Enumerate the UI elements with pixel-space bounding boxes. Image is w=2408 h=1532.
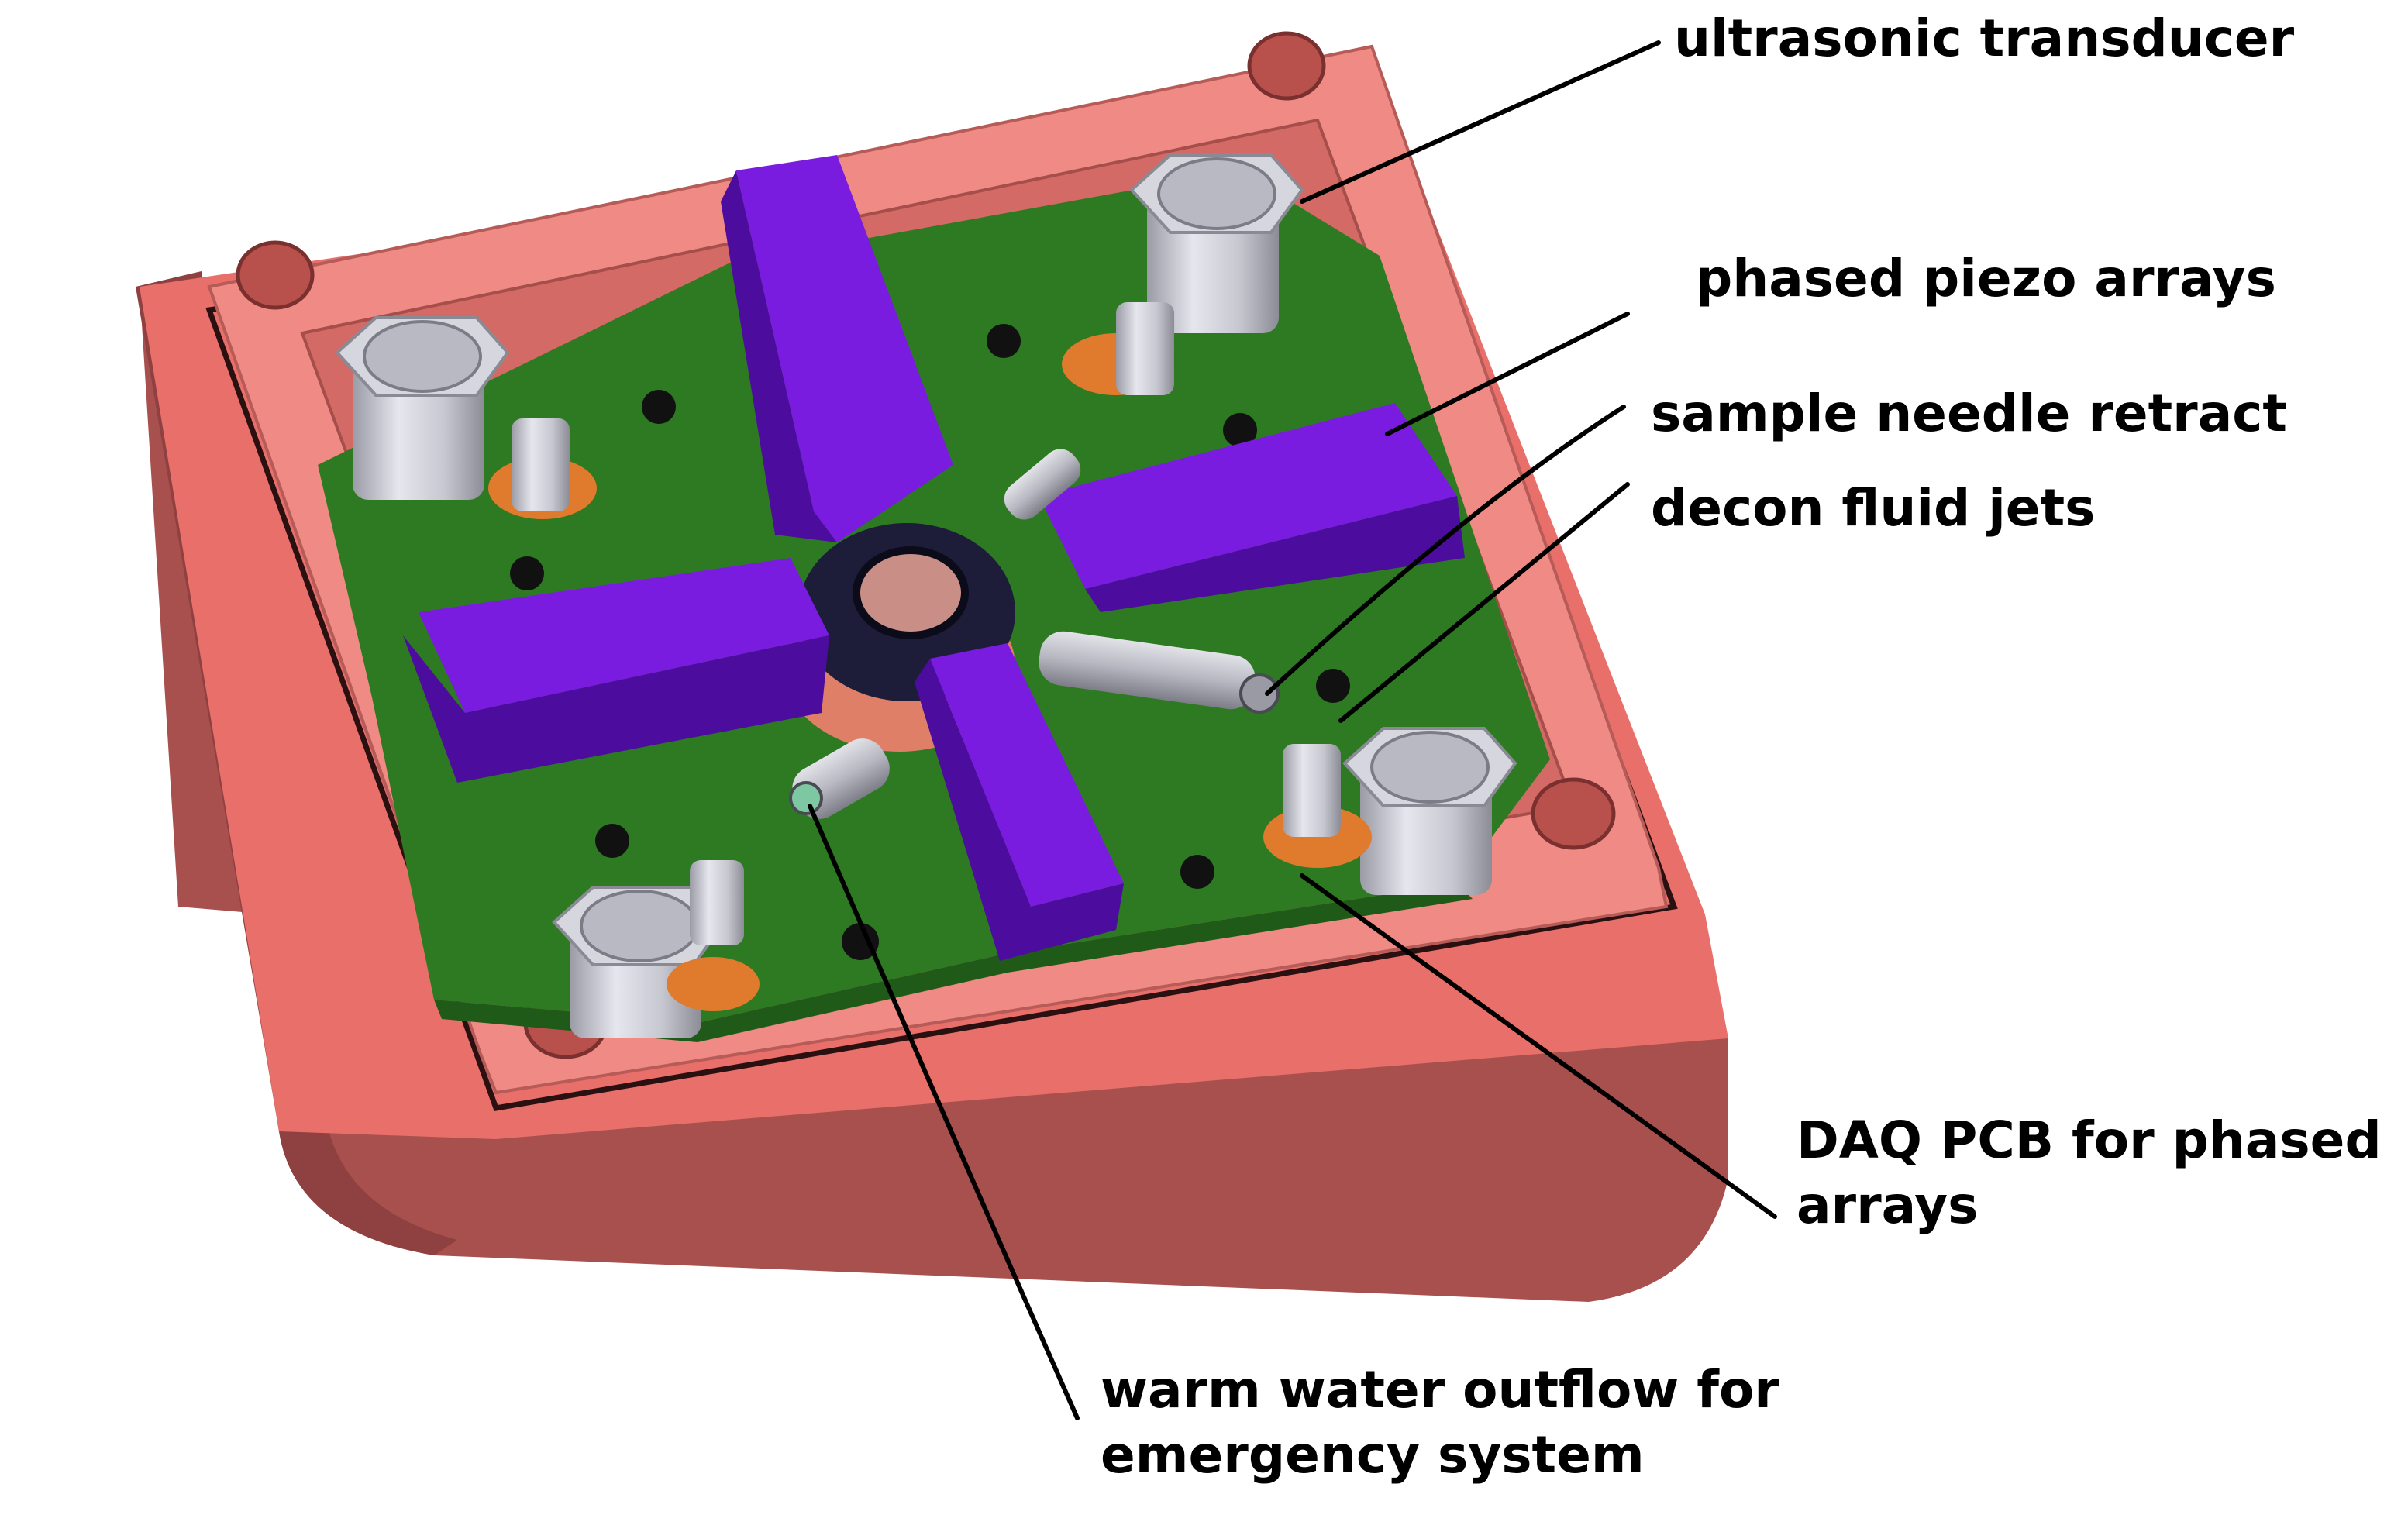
leader-line-needle [1265,405,1626,696]
pcb-screw [842,923,879,960]
transducer-top-right [1129,153,1304,333]
mount-hole [236,240,315,310]
piezo-array-left [419,558,829,713]
pcb-screw [595,824,629,858]
label-sample-needle-retract: sample needle retract [1651,384,2287,443]
label-daq-pcb-line2: arrays [1797,1176,1979,1236]
pcb-screw [1316,669,1350,703]
piezo-array-bottom [930,643,1124,907]
connectors [488,302,1372,1011]
pcb-screw [642,390,676,424]
label-warm-water-line2: emergency system [1101,1425,1645,1486]
transducer-top-left [335,316,510,500]
pcb-screw [987,324,1021,358]
piezo-array-top-side [721,170,837,542]
needle-and-jets [789,449,1280,819]
piezo-array-left-side [403,635,829,783]
label-phased-piezo-arrays: phased piezo arrays [1696,249,2276,308]
piezo-array-bottom-side [915,659,1124,961]
label-decon-fluid-jets: decon fluid jets [1651,478,2096,538]
warm-water-outlet [789,738,890,819]
pcb-screw [1180,855,1214,889]
leader-line-piezo [1385,312,1630,436]
leader-lines [808,40,1777,1420]
piezo-array-right-side [1085,496,1465,612]
leader-line-ultrasonic [1300,40,1661,204]
label-daq-pcb: DAQ PCB for phased arrays [1797,1108,2382,1239]
mount-hole [1531,777,1616,850]
pcb-screw [1223,413,1257,447]
label-ultrasonic-transducer: ultrasonic transducer [1674,9,2295,68]
pcb-screw [510,556,544,590]
label-warm-water-outflow: warm water outflow for emergency system [1101,1358,1779,1489]
decon-jet-upper [1004,449,1081,520]
label-daq-pcb-line1: DAQ PCB for phased [1797,1110,2382,1170]
hub-bore [853,546,969,639]
transducer-bottom-left [552,886,727,1038]
label-warm-water-line1: warm water outflow for [1101,1360,1779,1420]
transducer-bottom-right [1342,727,1517,895]
leader-line-decon [1338,482,1630,723]
piezo-array-right [1039,403,1457,589]
leader-line-water [808,804,1080,1420]
leader-line-daq [1300,873,1777,1219]
sample-needle [1039,631,1280,714]
piezo-array-top [736,155,953,542]
piezo-arrays [403,155,1465,961]
mount-hole [1247,31,1326,101]
pcb-lower-edge [434,883,1473,1042]
ultrasonic-transducers [335,153,1517,1038]
